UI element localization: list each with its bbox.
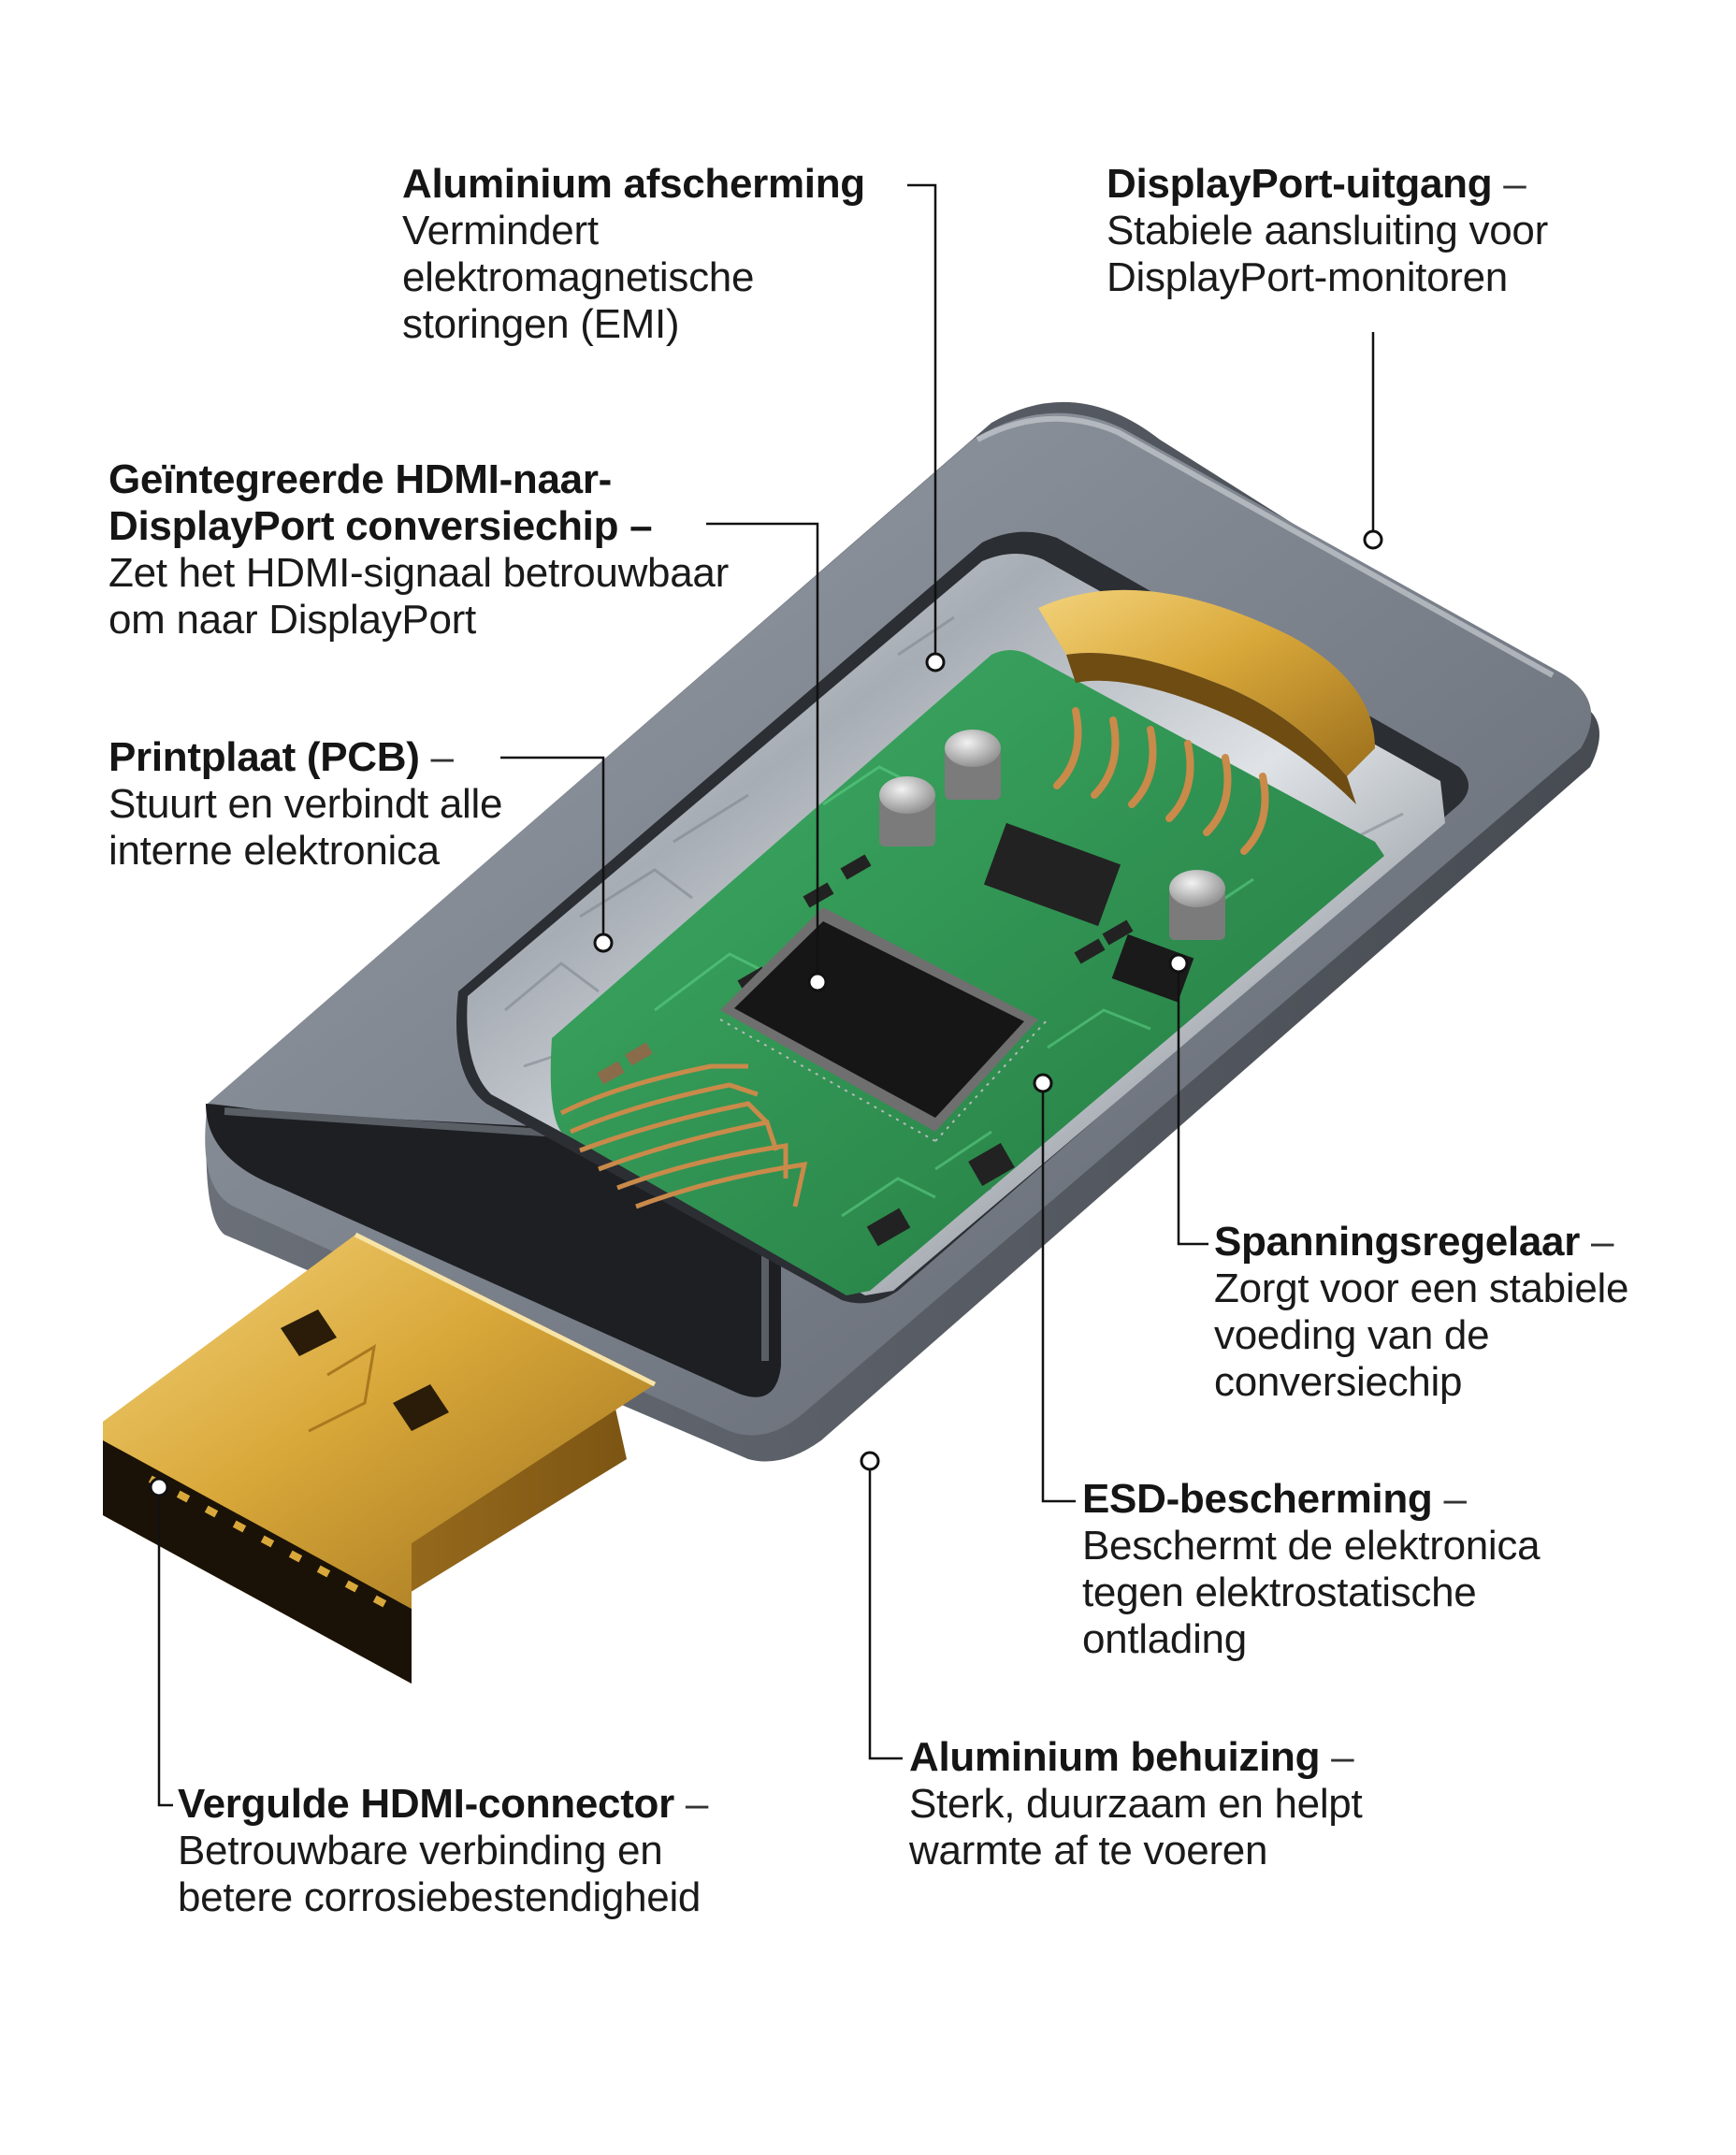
leader-aluminium-housing: [868, 1461, 903, 1760]
callout-title: Vergulde HDMI-connector: [178, 1781, 674, 1827]
callout-dash: –: [1590, 1219, 1614, 1265]
callout-description: Stabiele aansluiting voor DisplayPort-mo…: [1107, 208, 1548, 300]
leader-lines: [157, 183, 1375, 1807]
esd-protection-chip: [1111, 933, 1194, 1003]
leader-pcb: [500, 756, 605, 943]
callout-title: Aluminium afscherming: [402, 161, 865, 207]
callout-description: Beschermt de elektronica tegen elektrost…: [1082, 1523, 1541, 1662]
callout-displayport-output: DisplayPort-uitgang – Stabiele aansluiti…: [1107, 161, 1668, 301]
callout-description: Zet het HDMI-signaal betrouwbaar om naar…: [108, 550, 729, 643]
leader-voltage-regulator: [1177, 963, 1208, 1246]
leader-dots: [149, 529, 1383, 1497]
callout-esd-protection: ESD-bescherming – Beschermt de elektroni…: [1082, 1476, 1643, 1663]
callout-dash: –: [1503, 161, 1526, 207]
callout-description: Zorgt voor een stabiele voeding van de c…: [1214, 1266, 1629, 1405]
conversion-chip: [719, 907, 1049, 1142]
callout-description: Sterk, duurzaam en helpt warmte af te vo…: [909, 1781, 1363, 1873]
leader-aluminium-shielding: [907, 183, 937, 662]
hdmi-gold-connector: [103, 1232, 657, 1684]
callout-title: Spanningsregelaar: [1214, 1219, 1581, 1265]
callout-title: Aluminium behuizing: [909, 1734, 1321, 1780]
callout-title: Printplaat (PCB): [108, 734, 420, 780]
callout-pcb: Printplaat (PCB) – Stuurt en verbindt al…: [108, 734, 632, 875]
capacitors: [879, 730, 1225, 940]
callout-description: Stuurt en verbindt alle interne elektron…: [108, 781, 503, 874]
callout-description: Vermindert elektromagnetische storingen …: [402, 208, 755, 347]
callout-dash: –: [629, 503, 653, 549]
displayport-connector: [1038, 589, 1375, 776]
callout-title-line2: DisplayPort conversiechip: [108, 503, 619, 549]
callout-dash: –: [1331, 1734, 1354, 1780]
callout-aluminium-shielding: Aluminium afscherming Vermindert elektro…: [402, 161, 889, 348]
callout-title-line1: Geïntegreerde HDMI-naar-: [108, 456, 613, 502]
leader-gold-hdmi: [157, 1487, 173, 1807]
callout-title: DisplayPort-uitgang: [1107, 161, 1493, 207]
leader-conversion-chip: [706, 522, 819, 982]
callout-description: Betrouwbare verbinding en betere corrosi…: [178, 1828, 702, 1920]
callout-conversion-chip: Geïntegreerde HDMI-naar- DisplayPort con…: [108, 456, 819, 644]
callout-dash: –: [685, 1781, 709, 1827]
callout-dash: –: [430, 734, 454, 780]
callout-voltage-regulator: Spanningsregelaar – Zorgt voor een stabi…: [1214, 1219, 1700, 1406]
callout-title: ESD-bescherming: [1082, 1476, 1433, 1522]
callout-aluminium-housing: Aluminium behuizing – Sterk, duurzaam en…: [909, 1734, 1489, 1874]
cutaway-window: [456, 531, 1468, 1304]
callout-gold-hdmi-connector: Vergulde HDMI-connector – Betrouwbare ve…: [178, 1781, 832, 1921]
leader-esd-protection: [1041, 1083, 1076, 1503]
callout-dash: –: [1443, 1476, 1467, 1522]
